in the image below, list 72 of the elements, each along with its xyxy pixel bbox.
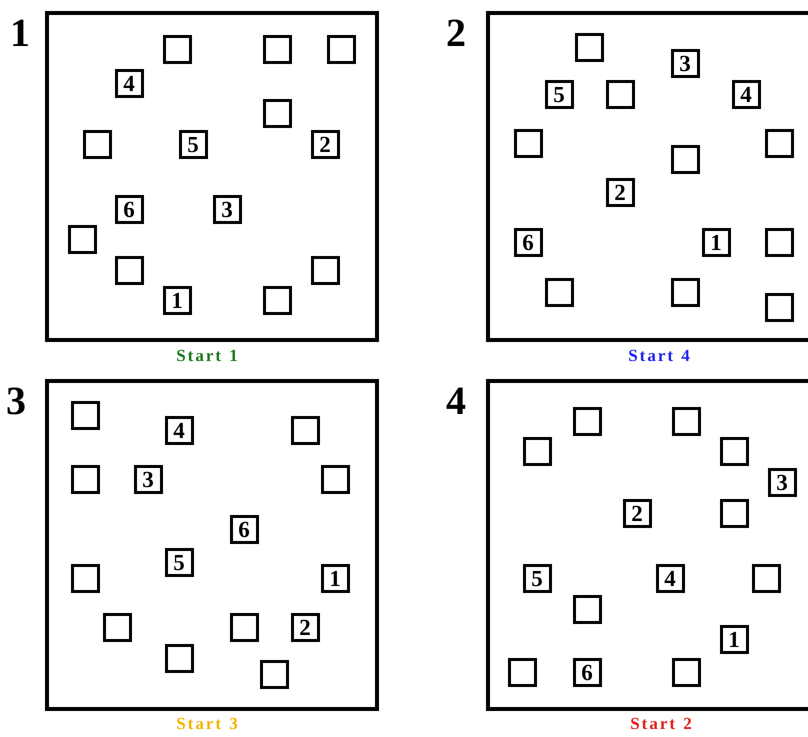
numbered-square: 5 xyxy=(522,564,552,592)
numbered-square: 3 xyxy=(768,468,796,496)
numbered-square: 6 xyxy=(114,194,144,224)
empty-square xyxy=(606,80,634,108)
empty-square xyxy=(262,286,292,314)
empty-square xyxy=(514,128,542,158)
numbered-square: 5 xyxy=(164,548,194,576)
empty-square xyxy=(70,400,100,430)
empty-square xyxy=(114,256,144,284)
empty-square xyxy=(70,564,100,592)
empty-square xyxy=(522,436,552,466)
empty-square xyxy=(102,612,132,642)
numbered-square: 4 xyxy=(656,564,684,592)
empty-square xyxy=(764,292,794,322)
empty-square xyxy=(574,32,604,62)
start-caption: Start 4 xyxy=(628,347,692,364)
numbered-square: 3 xyxy=(134,464,162,494)
numbered-square: 6 xyxy=(514,228,542,256)
empty-square xyxy=(720,436,748,466)
numbered-square: 6 xyxy=(230,514,258,544)
empty-square xyxy=(670,144,700,174)
empty-square xyxy=(164,644,194,672)
empty-square xyxy=(310,256,340,284)
panel-number: 1 xyxy=(10,13,30,53)
empty-square xyxy=(572,406,602,436)
numbered-square: 1 xyxy=(720,624,748,654)
panel-frame xyxy=(45,11,379,342)
panel-number: 4 xyxy=(446,381,466,421)
numbered-square: 2 xyxy=(290,612,320,642)
empty-square xyxy=(764,228,794,256)
empty-square xyxy=(572,594,602,624)
empty-square xyxy=(68,224,96,254)
numbered-square: 4 xyxy=(114,68,144,98)
empty-square xyxy=(508,658,536,686)
empty-square xyxy=(672,658,700,686)
panel-frame xyxy=(45,379,379,711)
empty-square xyxy=(672,406,700,436)
panel-number: 2 xyxy=(446,13,466,53)
start-caption: Start 2 xyxy=(630,715,694,732)
start-caption: Start 3 xyxy=(176,715,240,732)
empty-square xyxy=(326,34,356,64)
numbered-square: 2 xyxy=(310,130,340,158)
numbered-square: 1 xyxy=(320,564,350,592)
numbered-square: 5 xyxy=(178,130,208,158)
empty-square xyxy=(262,34,292,64)
numbered-square: 5 xyxy=(544,80,574,108)
empty-square xyxy=(260,660,288,688)
numbered-square: 2 xyxy=(606,178,634,206)
numbered-square: 4 xyxy=(164,416,194,444)
numbered-square: 3 xyxy=(670,48,700,78)
panel-number: 3 xyxy=(6,381,26,421)
start-caption: Start 1 xyxy=(176,347,240,364)
empty-square xyxy=(320,464,350,494)
numbered-square: 6 xyxy=(572,658,602,686)
empty-square xyxy=(670,278,700,306)
numbered-square: 1 xyxy=(162,286,192,314)
empty-square xyxy=(230,612,258,642)
empty-square xyxy=(70,464,100,494)
numbered-square: 1 xyxy=(702,228,730,256)
panel-frame xyxy=(486,379,808,711)
empty-square xyxy=(82,130,112,158)
numbered-square: 3 xyxy=(212,194,242,224)
empty-square xyxy=(162,34,192,64)
numbered-square: 4 xyxy=(732,80,760,108)
empty-square xyxy=(752,564,780,592)
empty-square xyxy=(764,128,794,158)
numbered-square: 2 xyxy=(622,498,652,528)
panel-frame xyxy=(486,11,808,342)
empty-square xyxy=(720,498,748,528)
empty-square xyxy=(544,278,574,306)
empty-square xyxy=(262,98,292,128)
empty-square xyxy=(290,416,320,444)
